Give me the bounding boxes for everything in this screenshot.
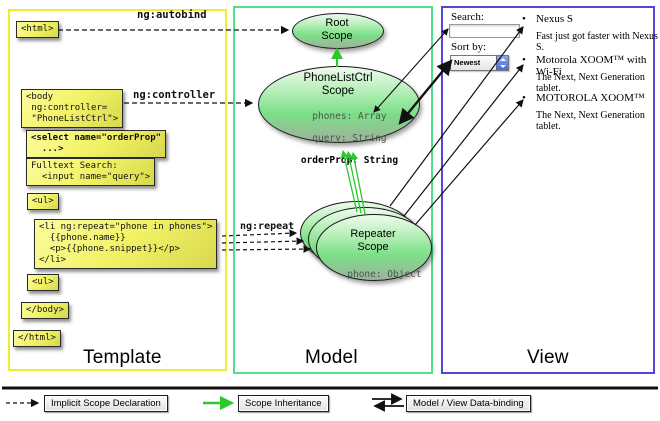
phonelistctrl-scope-title: PhoneListCtrl Scope	[303, 72, 373, 97]
repeater-scope-title: Repeater Scope	[350, 228, 396, 253]
phone-snippet: Fast just got faster with Nexus S.	[536, 31, 658, 53]
code-select-orderprop: <select name="orderProp" ...>	[26, 130, 167, 158]
prop-query: query: String	[312, 133, 387, 144]
legend-data-binding: Model / View Data-binding	[406, 395, 531, 412]
model-column-title: Model	[305, 347, 358, 368]
search-input[interactable]	[449, 24, 520, 38]
legend-implicit-scope: Implicit Scope Declaration	[44, 395, 168, 412]
code-body-open: <body ng:controller= "PhoneListCtrl">	[21, 89, 124, 128]
prop-phones: phones: Array	[312, 111, 387, 122]
code-html-open: <html>	[16, 21, 59, 38]
model-column	[233, 6, 433, 374]
repeater-scope-props: phone: Object	[316, 258, 430, 291]
phone-name: MOTOROLA XOOM™	[536, 92, 645, 104]
ng-controller-label: ng:controller	[133, 89, 216, 101]
template-column-title: Template	[83, 347, 162, 368]
dropdown-stepper-icon	[496, 56, 508, 70]
code-fulltext-search: Fulltext Search: <input name="query">	[26, 158, 156, 186]
code-ul-open: <ul>	[27, 193, 59, 210]
bullet-icon: •	[522, 13, 526, 25]
view-column-title: View	[527, 347, 569, 368]
bullet-icon: •	[522, 54, 526, 66]
phone-snippet: The Next, Next Generation tablet.	[536, 110, 645, 132]
ng-autobind-label: ng:autobind	[137, 9, 207, 21]
phone-name: Nexus S	[536, 13, 573, 25]
prop-phone: phone: Object	[347, 269, 422, 280]
sort-by-label: Sort by:	[451, 41, 487, 53]
code-html-close: </html>	[13, 330, 61, 347]
bullet-icon: •	[522, 92, 526, 104]
ng-repeat-label: ng:repeat	[240, 221, 295, 232]
repeater-scope-ellipse-front	[316, 214, 432, 281]
code-li-repeat: <li ng:repeat="phone in phones"> {{phone…	[34, 219, 218, 269]
sort-dropdown-value: Newest	[454, 58, 481, 67]
search-label: Search:	[451, 11, 484, 23]
sort-dropdown[interactable]: Newest	[450, 55, 509, 71]
phone-name: Motorola XOOM™ with Wi-Fi	[536, 54, 647, 78]
phonelistctrl-scope-props: phones: Array query: String orderProp: S…	[258, 100, 418, 177]
root-scope-title: Root Scope	[321, 17, 353, 42]
legend-scope-inheritance: Scope Inheritance	[238, 395, 329, 412]
phone-snippet: The Next, Next Generation tablet.	[536, 72, 645, 94]
code-ul-close: <ul>	[27, 274, 59, 291]
code-body-close: </body>	[21, 302, 69, 319]
prop-orderprop: orderProp: String	[300, 155, 399, 166]
